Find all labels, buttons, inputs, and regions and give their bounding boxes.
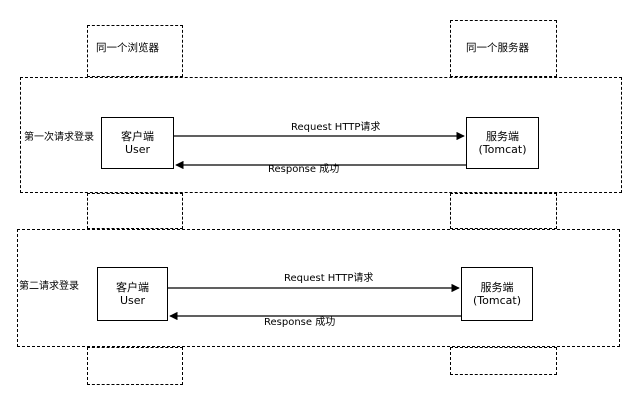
round-1-client-subtitle: User — [124, 143, 151, 156]
browser-lane-bottom — [87, 347, 183, 385]
round-1-request-label: Request HTTP请求 — [291, 122, 381, 133]
round-2-label: 第二请求登录 — [19, 281, 79, 292]
round-2-client-subtitle: User — [119, 294, 146, 307]
round-1-server-box: 服务端 (Tomcat) — [466, 117, 539, 169]
round-2-server-title: 服务端 — [480, 281, 514, 294]
round-2-response-label: Response 成功 — [264, 317, 336, 328]
round-1-container — [20, 77, 622, 193]
server-lane-top — [450, 20, 557, 77]
round-1-client-title: 客户端 — [121, 130, 154, 143]
round-1-client-box: 客户端 User — [101, 117, 174, 169]
round-1-label: 第一次请求登录 — [24, 132, 94, 143]
round-2-client-box: 客户端 User — [97, 267, 168, 321]
round-1-response-label: Response 成功 — [268, 164, 340, 175]
server-lane-middle — [450, 193, 557, 229]
round-2-server-subtitle: (Tomcat) — [473, 294, 521, 307]
round-1-server-title: 服务端 — [486, 130, 519, 143]
server-column-label: 同一个服务器 — [466, 42, 529, 54]
round-2-container — [17, 229, 620, 347]
browser-column-label: 同一个浏览器 — [96, 42, 159, 54]
round-2-request-label: Request HTTP请求 — [284, 273, 374, 284]
browser-lane-top — [87, 25, 183, 77]
round-2-client-title: 客户端 — [116, 281, 149, 294]
round-1-server-subtitle: (Tomcat) — [478, 143, 527, 156]
round-2-server-box: 服务端 (Tomcat) — [461, 267, 533, 321]
browser-lane-middle — [87, 193, 183, 229]
server-lane-bottom — [450, 347, 557, 375]
